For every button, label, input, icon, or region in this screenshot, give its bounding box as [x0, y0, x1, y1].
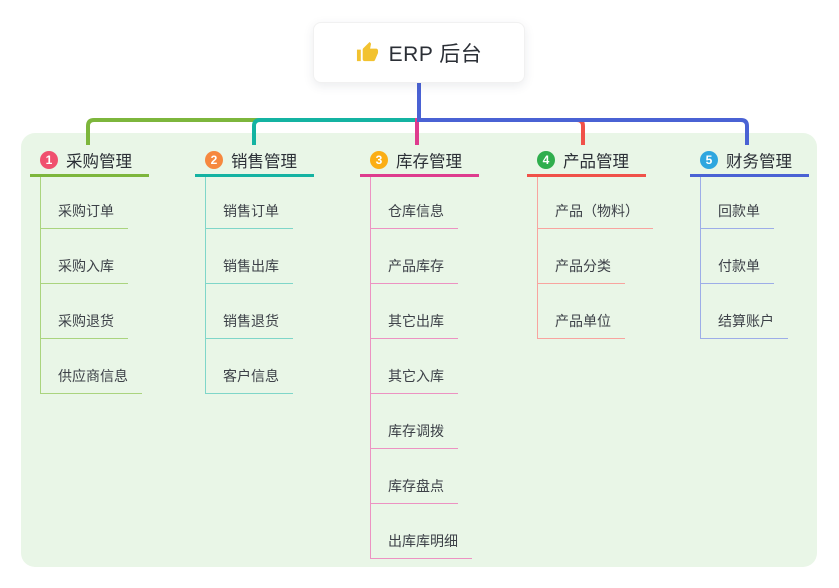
- branch-2: 2 销售管理销售订单销售出库销售退货客户信息: [195, 145, 314, 394]
- branch-header-2[interactable]: 2 销售管理: [195, 145, 314, 177]
- branch-item-list: 仓库信息产品库存其它出库其它入库库存调拨库存盘点出库库明细: [370, 177, 472, 559]
- branch-item[interactable]: 其它出库: [371, 284, 458, 339]
- branch-number-badge: 4: [537, 150, 555, 169]
- branches-panel: [21, 133, 817, 567]
- branch-item-list: 采购订单采购入库采购退货供应商信息: [40, 177, 142, 394]
- branch-item[interactable]: 销售退货: [206, 284, 293, 339]
- branch-item[interactable]: 客户信息: [206, 339, 293, 394]
- branch-item[interactable]: 产品库存: [371, 229, 458, 284]
- branch-header-5[interactable]: 5 财务管理: [690, 145, 809, 177]
- branch-item-list: 产品（物料）产品分类产品单位: [537, 177, 653, 339]
- branch-item[interactable]: 结算账户: [701, 284, 788, 339]
- branch-item[interactable]: 供应商信息: [41, 339, 142, 394]
- branch-item[interactable]: 产品单位: [538, 284, 625, 339]
- branch-label: 库存管理: [396, 152, 462, 171]
- branch-1: 1 采购管理采购订单采购入库采购退货供应商信息: [30, 145, 149, 394]
- branch-item[interactable]: 付款单: [701, 229, 774, 284]
- branch-item[interactable]: 采购入库: [41, 229, 128, 284]
- branch-label: 销售管理: [231, 152, 297, 171]
- branch-label: 产品管理: [563, 152, 629, 171]
- branch-item[interactable]: 库存盘点: [371, 449, 458, 504]
- branch-number-badge: 5: [700, 150, 718, 169]
- thumbs-up-icon: [356, 41, 378, 62]
- branch-item[interactable]: 库存调拨: [371, 394, 458, 449]
- branch-number-badge: 2: [205, 150, 223, 169]
- branch-item[interactable]: 仓库信息: [371, 177, 458, 229]
- branch-item[interactable]: 回款单: [701, 177, 774, 229]
- branch-item-list: 回款单付款单结算账户: [700, 177, 788, 339]
- branch-3: 3 库存管理仓库信息产品库存其它出库其它入库库存调拨库存盘点出库库明细: [360, 145, 479, 559]
- branch-item[interactable]: 采购退货: [41, 284, 128, 339]
- branch-4: 4 产品管理产品（物料）产品分类产品单位: [527, 145, 653, 339]
- branch-header-1[interactable]: 1 采购管理: [30, 145, 149, 177]
- branch-item[interactable]: 采购订单: [41, 177, 128, 229]
- branch-header-3[interactable]: 3 库存管理: [360, 145, 479, 177]
- branch-header-4[interactable]: 4 产品管理: [527, 145, 646, 177]
- branch-item[interactable]: 其它入库: [371, 339, 458, 394]
- branch-item[interactable]: 出库库明细: [371, 504, 472, 559]
- branch-label: 采购管理: [66, 152, 132, 171]
- branch-5: 5 财务管理回款单付款单结算账户: [690, 145, 809, 339]
- root-node[interactable]: ERP 后台: [313, 22, 525, 83]
- branch-number-badge: 3: [370, 150, 388, 169]
- root-title: ERP 后台: [388, 42, 483, 66]
- branch-item[interactable]: 销售订单: [206, 177, 293, 229]
- branch-label: 财务管理: [726, 152, 792, 171]
- branch-item[interactable]: 产品分类: [538, 229, 625, 284]
- branch-item-list: 销售订单销售出库销售退货客户信息: [205, 177, 293, 394]
- branch-item[interactable]: 销售出库: [206, 229, 293, 284]
- branch-number-badge: 1: [40, 150, 58, 169]
- branch-item[interactable]: 产品（物料）: [538, 177, 653, 229]
